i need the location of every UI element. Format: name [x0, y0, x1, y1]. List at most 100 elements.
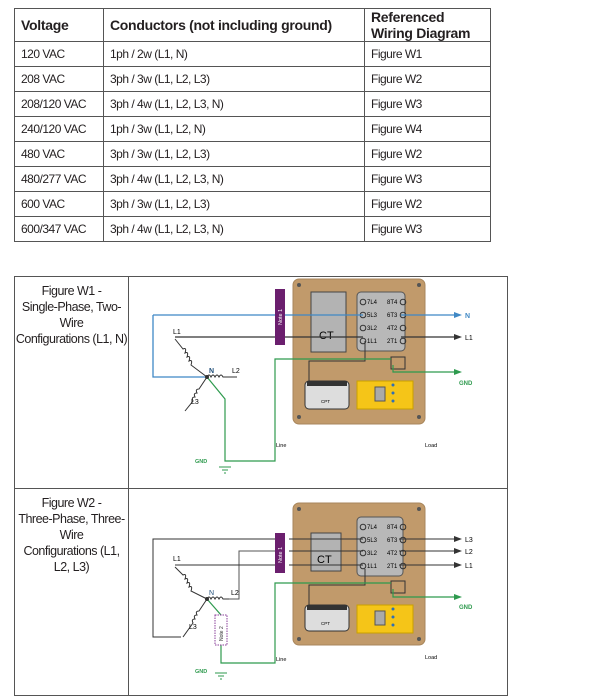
ct-block: [310, 291, 347, 353]
load-label: Load: [425, 655, 437, 661]
terminal-label: 5L3: [367, 538, 378, 544]
diagram-cell: Figure W2: [364, 141, 491, 167]
cpt-terminals: [307, 381, 347, 386]
voltage-cell: 480 VAC: [14, 141, 104, 167]
terminal-screw-icon: [399, 536, 407, 544]
diagram-cell: Figure W3: [364, 166, 491, 192]
voltage-cell: 240/120 VAC: [14, 116, 104, 142]
diagram-cell: Figure W3: [364, 91, 491, 117]
ground-lug: [390, 356, 406, 370]
terminal-screw-icon: [359, 298, 367, 306]
ct-label: CT: [317, 554, 332, 566]
terminal-label: 8T4: [387, 525, 398, 531]
terminal-screw-icon: [359, 562, 367, 570]
terminal-screw-icon: [399, 562, 407, 570]
l3-wire: [152, 538, 281, 638]
out-l2-label: L2: [465, 549, 473, 556]
ground-out-wire: [392, 365, 459, 373]
figure-row-w2: Figure W2 - Three-Phase, Three-Wire Conf…: [14, 488, 508, 696]
figures-table: Figure W1 - Single-Phase, Two-Wire Confi…: [14, 276, 508, 696]
voltage-cell: 480/277 VAC: [14, 166, 104, 192]
load-label: Load: [425, 443, 437, 449]
voltage-cell: 600/347 VAC: [14, 216, 104, 242]
arrow-icon: [454, 312, 462, 318]
terminal-label: 6T3: [387, 538, 398, 544]
transformer-windings: [174, 338, 237, 412]
header-conductors: Conductors (not including ground): [103, 8, 365, 42]
caption-line: Configurations (L1, N): [15, 332, 128, 346]
cpt-wire: [308, 569, 366, 607]
cpt-wire: [308, 341, 366, 382]
gnd-label: GND: [195, 669, 207, 675]
terminal-label: 4T2: [387, 326, 398, 332]
internal-wires: [289, 538, 454, 566]
header-voltage: Voltage: [14, 8, 104, 42]
conductors-cell: 3ph / 3w (L1, L2, L3): [103, 191, 365, 217]
terminal-block: [356, 516, 404, 577]
out-l3-label: L3: [465, 537, 473, 544]
line-label: Line: [276, 657, 286, 663]
terminal-label: 1L1: [367, 339, 378, 345]
terminal-label: 5L3: [367, 313, 378, 319]
terminal-screw-icon: [359, 523, 367, 531]
terminal-label: 6T3: [387, 313, 398, 319]
ground-lug: [390, 580, 406, 594]
out-n-label: N: [465, 313, 470, 320]
diagram-cell: Figure W2: [364, 66, 491, 92]
neutral-wire: [152, 315, 207, 378]
terminal-label: 4T2: [387, 551, 398, 557]
l2-label: L2: [231, 590, 239, 597]
l3-label: L3: [189, 624, 197, 631]
conductors-cell: 1ph / 2w (L1, N): [103, 41, 365, 67]
terminal-screw-icon: [359, 549, 367, 557]
panel-screws: [297, 507, 421, 641]
transformer-windings: [174, 566, 229, 638]
voltage-table: Voltage Conductors (not including ground…: [14, 8, 491, 242]
voltage-cell: 208/120 VAC: [14, 91, 104, 117]
relay-window: [374, 386, 386, 402]
arrow-icon: [454, 334, 462, 340]
conductors-cell: 3ph / 4w (L1, L2, L3, N): [103, 91, 365, 117]
ground-symbol-icon: [215, 672, 227, 680]
conductors-cell: 3ph / 4w (L1, L2, L3, N): [103, 216, 365, 242]
diagram-cell: Figure W4: [364, 116, 491, 142]
ground-out-wire: [392, 589, 459, 598]
panel-screws: [297, 283, 421, 419]
caption-line: Configurations (L1, L2, L3): [23, 544, 120, 574]
n-label: N: [209, 590, 214, 597]
conductors-cell: 3ph / 4w (L1, L2, L3, N): [103, 166, 365, 192]
note2-marker: [214, 614, 228, 646]
terminal-label: 1L1: [367, 564, 378, 570]
caption-line: Figure W1 -: [41, 284, 102, 298]
terminal-screw-icon: [399, 523, 407, 531]
terminal-label: 2T1: [387, 564, 398, 570]
arrow-icon: [454, 594, 462, 600]
arrow-icons: [454, 536, 462, 568]
caption-line: Single-Phase, Two-Wire: [21, 300, 122, 330]
l3-label: L3: [191, 399, 199, 406]
neutral-node: [205, 597, 209, 601]
terminal-label: 7L4: [367, 525, 378, 531]
cpt-label: CPT: [321, 399, 330, 404]
neutral-node: [205, 375, 209, 379]
terminal-screw-icon: [399, 298, 407, 306]
line-label: Line: [276, 443, 286, 449]
relay-window: [374, 610, 386, 626]
terminal-screw-icon: [359, 536, 367, 544]
terminal-screw-icon: [399, 549, 407, 557]
figure-w1-caption: Figure W1 - Single-Phase, Two-Wire Confi…: [14, 276, 129, 489]
figure-row-w1: Figure W1 - Single-Phase, Two-Wire Confi…: [14, 276, 508, 489]
table-header-row: Voltage Conductors (not including ground…: [14, 8, 491, 42]
ground-wire: [206, 582, 391, 664]
terminal-label: 3L2: [367, 551, 378, 557]
